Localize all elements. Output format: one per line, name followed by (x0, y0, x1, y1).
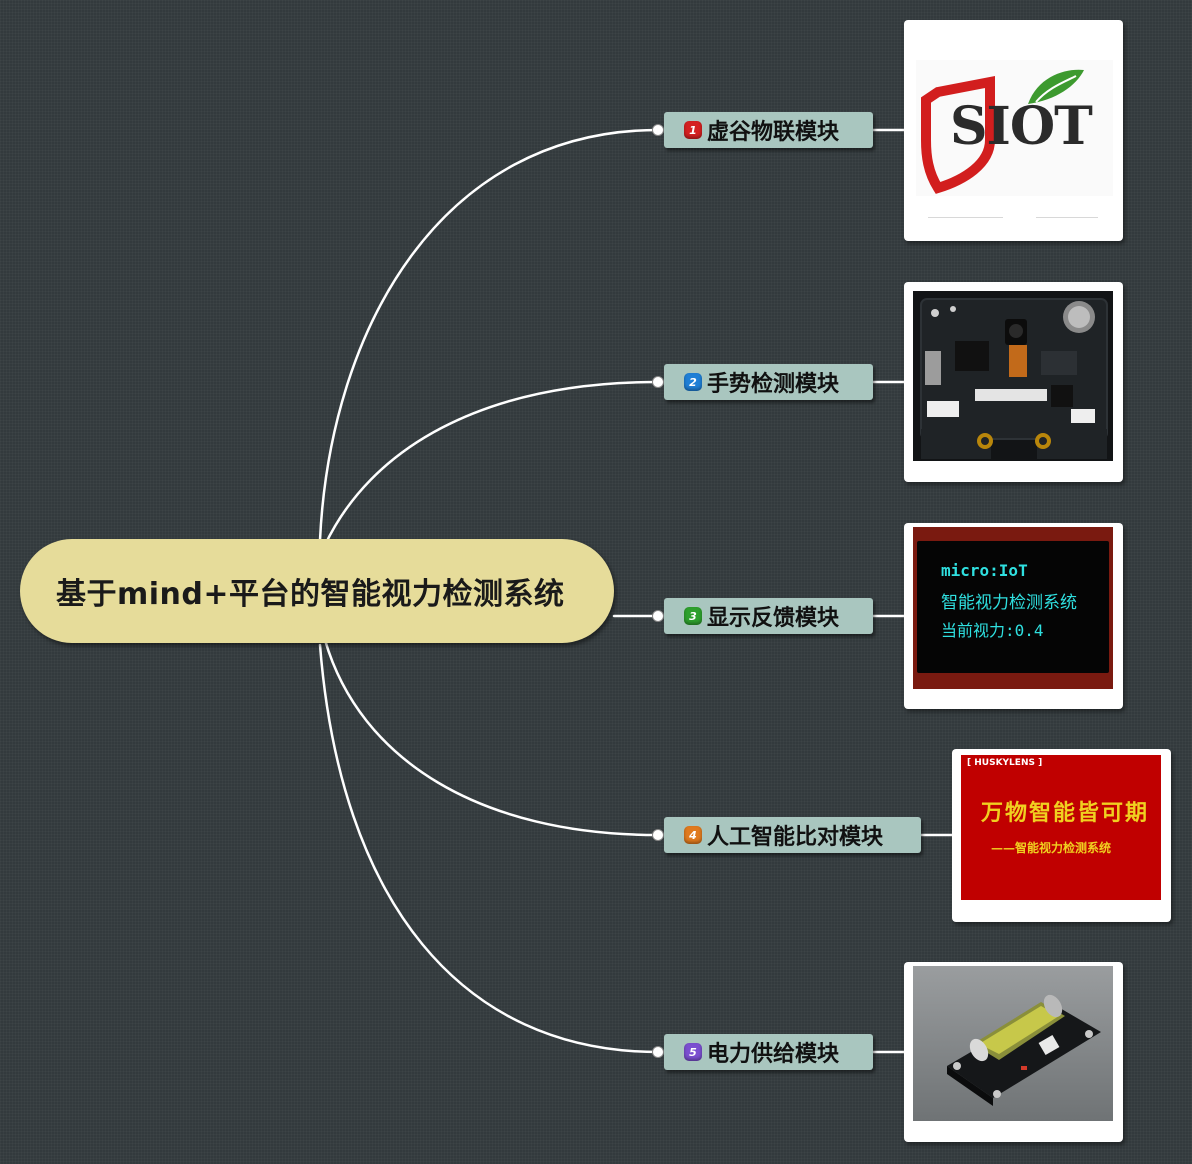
topic-2-label: 手势检测模块 (707, 372, 840, 397)
collapse-toggle-topic-3[interactable] (652, 610, 664, 622)
oled-line-2: 智能视力检测系统 (941, 593, 1077, 613)
collapse-toggle-topic-4[interactable] (652, 829, 664, 841)
image-card-battery-holder[interactable] (904, 962, 1123, 1142)
battery-holder-image (913, 966, 1113, 1121)
collapse-toggle-topic-5[interactable] (652, 1046, 664, 1058)
poster-subtitle: ——智能视力检测系统 (991, 841, 1112, 855)
image-card-huskylens-poster[interactable]: [ HUSKYLENS ] 万物智能皆可期 ——智能视力检测系统 (952, 749, 1171, 922)
priority-badge-5: 5 (684, 1043, 702, 1061)
topic-4[interactable]: 4 人工智能比对模块 (664, 817, 921, 853)
topic-3[interactable]: 3 显示反馈模块 (664, 598, 873, 634)
collapse-toggle-topic-1[interactable] (652, 124, 664, 136)
huskylens-board-image (913, 291, 1113, 461)
circuit-board-icon (920, 298, 1108, 459)
topic-2[interactable]: 2 手势检测模块 (664, 364, 873, 400)
connector-topic-2 (323, 380, 660, 547)
connector-topic-4 (323, 638, 660, 837)
image-card-oled-display[interactable]: micro:IoT 智能视力检测系统 当前视力:0.4 (904, 523, 1123, 709)
topic-5-label: 电力供给模块 (707, 1042, 840, 1067)
priority-badge-1: 1 (684, 121, 702, 139)
siot-logo-image: SIOT (916, 60, 1113, 196)
oled-line-1: micro:IoT (941, 561, 1028, 580)
battery-icon (947, 994, 1101, 1106)
siot-logo-text: SIOT (950, 96, 1093, 157)
central-topic-title: 基于mind+平台的智能视力检测系统 (56, 577, 565, 612)
siot-shield-icon (921, 69, 1084, 194)
connector-topic-5 (318, 643, 660, 1054)
caption-line-left (928, 217, 1003, 218)
topic-3-label: 显示反馈模块 (707, 606, 840, 631)
central-topic[interactable]: 基于mind+平台的智能视力检测系统 (20, 539, 614, 643)
collapse-toggle-topic-2[interactable] (652, 376, 664, 388)
image-card-siot-logo[interactable]: SIOT (904, 20, 1123, 241)
connector-topic-1 (318, 128, 660, 542)
huskylens-poster-image: [ HUSKYLENS ] 万物智能皆可期 ——智能视力检测系统 (961, 755, 1161, 900)
topic-5[interactable]: 5 电力供给模块 (664, 1034, 873, 1070)
priority-badge-3: 3 (684, 607, 702, 625)
oled-line-3: 当前视力:0.4 (941, 621, 1044, 640)
priority-badge-4: 4 (684, 826, 702, 844)
caption-line-right (1036, 217, 1098, 218)
poster-headline: 万物智能皆可期 (981, 800, 1150, 826)
topic-1[interactable]: 1 虚谷物联模块 (664, 112, 873, 148)
topic-4-label: 人工智能比对模块 (707, 825, 884, 850)
poster-brand: [ HUSKYLENS ] (967, 758, 1043, 768)
oled-display-image: micro:IoT 智能视力检测系统 当前视力:0.4 (913, 527, 1113, 689)
topic-1-label: 虚谷物联模块 (707, 120, 840, 145)
priority-badge-2: 2 (684, 373, 702, 391)
image-card-huskylens-board[interactable] (904, 282, 1123, 482)
oled-screen: micro:IoT 智能视力检测系统 当前视力:0.4 (917, 541, 1109, 673)
